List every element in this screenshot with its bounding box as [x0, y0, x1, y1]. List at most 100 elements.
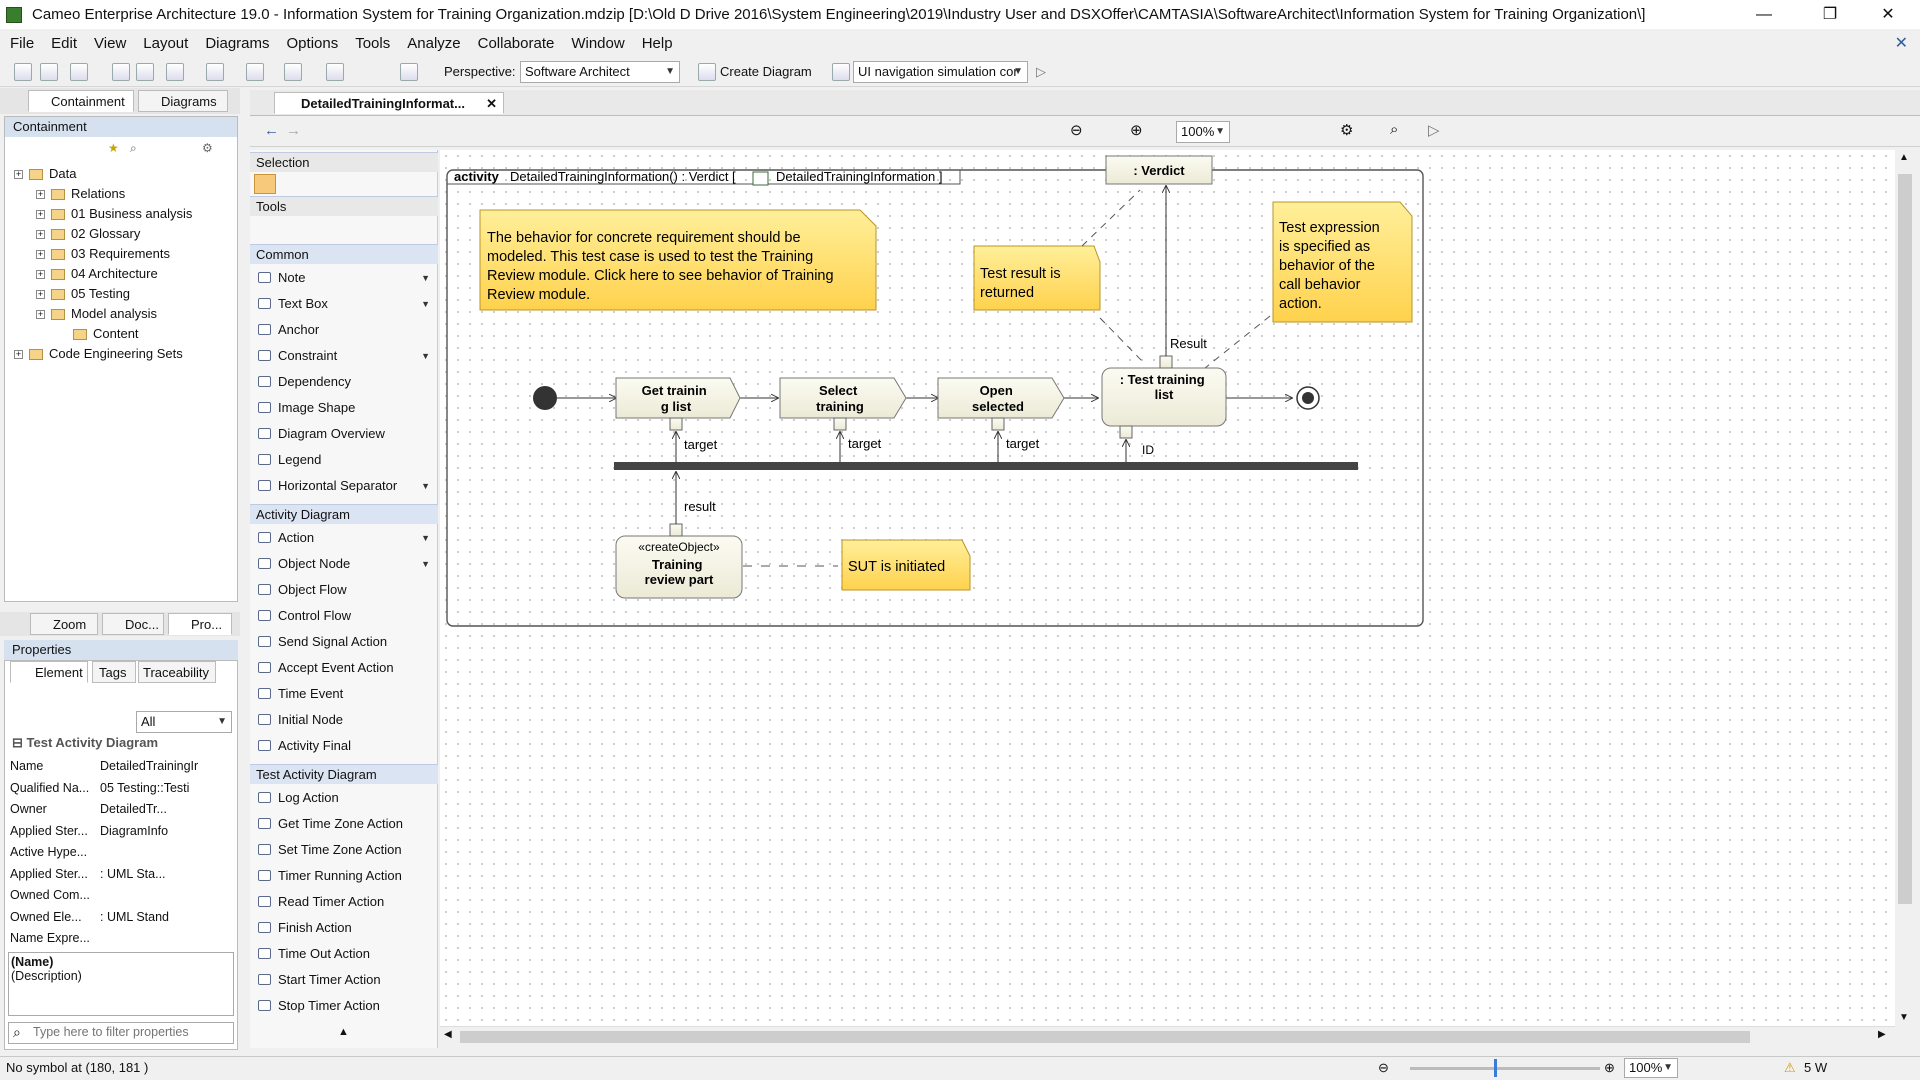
palette-item[interactable]: Action▼ [254, 526, 432, 550]
zoom-in-icon[interactable]: ⊕ [1130, 122, 1143, 139]
tab-diagram-editor[interactable]: DetailedTrainingInformat... ✕ [274, 92, 504, 114]
expand-icon[interactable]: + [14, 349, 23, 360]
play-icon[interactable]: ▷ [1428, 122, 1440, 139]
fork-bar[interactable] [614, 462, 1358, 470]
verdict-parameter[interactable] [1105, 155, 1213, 185]
close-window-button[interactable]: ✕ [1881, 6, 1895, 23]
palette-item[interactable]: Set Time Zone Action [254, 838, 432, 862]
property-value[interactable]: DetailedTrainingIr [100, 759, 199, 773]
back-icon[interactable]: ← [264, 122, 279, 139]
menu-help[interactable]: Help [641, 34, 673, 52]
property-row[interactable]: Owned Ele...: UML Stand [10, 907, 230, 928]
forward-icon[interactable]: → [286, 122, 301, 139]
find-icon[interactable]: ⌕ [1390, 121, 1399, 138]
chevron-down-icon[interactable]: ▼ [421, 481, 430, 491]
palette-item[interactable]: Stop Timer Action [254, 994, 432, 1018]
palette-item[interactable]: Initial Node [254, 708, 432, 732]
tree-item[interactable]: +Relations [36, 184, 125, 204]
activity-frame[interactable] [446, 169, 1424, 627]
scroll-right-icon[interactable]: ▶ [1878, 1029, 1886, 1040]
menu-options[interactable]: Options [286, 34, 339, 52]
property-row[interactable]: Applied Ster...: UML Sta... [10, 864, 230, 885]
tree-item[interactable]: +Model analysis [36, 304, 157, 324]
initial-node[interactable] [533, 386, 557, 410]
perspective-select[interactable]: Software Architect ▼ [520, 61, 680, 83]
palette-item[interactable]: Dependency [254, 370, 432, 394]
edit-icon[interactable] [326, 63, 344, 81]
menu-tools[interactable]: Tools [355, 34, 391, 52]
tree-item[interactable]: +05 Testing [36, 284, 130, 304]
create-diagram-button[interactable]: Create Diagram [720, 64, 812, 79]
horizontal-scrollbar[interactable]: ◀ ▶ [440, 1026, 1895, 1046]
menu-analyze[interactable]: Analyze [407, 34, 461, 52]
expand-icon[interactable]: + [36, 269, 45, 280]
palette-item[interactable]: Get Time Zone Action [254, 812, 432, 836]
star-icon[interactable]: ★ [108, 141, 119, 155]
palette-activity-header[interactable]: Activity Diagram [250, 504, 438, 524]
tree-item[interactable]: +02 Glossary [36, 224, 140, 244]
palette-item[interactable]: Object Flow [254, 578, 432, 602]
chevron-down-icon[interactable]: ▼ [421, 351, 430, 361]
status-zoom-select[interactable]: 100% ▼ [1624, 1058, 1678, 1078]
palette-item[interactable]: Object Node▼ [254, 552, 432, 576]
gear-icon[interactable]: ⚙ [202, 141, 213, 155]
tab-pro[interactable]: Pro... [168, 613, 232, 635]
zoom-slider[interactable] [1410, 1059, 1600, 1077]
tree-item[interactable]: +04 Architecture [36, 264, 158, 284]
menu-diagrams[interactable]: Diagrams [205, 34, 270, 52]
palette-item[interactable]: Text Box▼ [254, 292, 432, 316]
open-project-icon[interactable] [40, 63, 58, 81]
menu-window[interactable]: Window [571, 34, 625, 52]
target-pin[interactable] [991, 417, 1005, 431]
scroll-down-icon[interactable]: ▼ [1899, 1012, 1909, 1023]
palette-item[interactable]: Time Out Action [254, 942, 432, 966]
property-row[interactable]: Applied Ster...DiagramInfo [10, 821, 230, 842]
minimize-button[interactable]: — [1756, 6, 1772, 23]
note-test-expression[interactable] [1272, 201, 1413, 323]
palette-item[interactable]: Timer Running Action [254, 864, 432, 888]
menu-edit[interactable]: Edit [51, 34, 78, 52]
export-icon[interactable] [166, 63, 184, 81]
tree-item[interactable]: +Code Engineering Sets [14, 344, 183, 364]
palette-item[interactable]: Note▼ [254, 266, 432, 290]
simulation-select[interactable]: UI navigation simulation cor ▼ [853, 61, 1028, 83]
tree-item[interactable]: +01 Business analysis [36, 204, 192, 224]
expand-icon[interactable]: + [36, 209, 45, 220]
result-output-pin[interactable] [669, 523, 683, 537]
palette-item[interactable]: Time Event [254, 682, 432, 706]
expand-icon[interactable]: + [36, 249, 45, 260]
copy-icon[interactable] [400, 63, 418, 81]
menu-file[interactable]: File [10, 34, 35, 52]
note-test-result[interactable] [973, 245, 1101, 311]
restore-button[interactable]: ❐ [1822, 6, 1838, 23]
close-tab-icon[interactable]: ✕ [486, 96, 497, 111]
chevron-down-icon[interactable]: ▼ [421, 273, 430, 283]
property-value[interactable]: : UML Sta... [100, 866, 166, 881]
print-icon[interactable] [112, 63, 130, 81]
menu-collaborate[interactable]: Collaborate [477, 34, 555, 52]
chevron-down-icon[interactable]: ▼ [421, 299, 430, 309]
save-icon[interactable] [70, 63, 88, 81]
menu-layout[interactable]: Layout [143, 34, 189, 52]
zoom-select[interactable]: 100% ▼ [1176, 121, 1230, 143]
target-pin[interactable] [669, 417, 683, 431]
palette-item[interactable]: Finish Action [254, 916, 432, 940]
collapse-palette-icon[interactable]: ▲ [338, 1026, 349, 1038]
property-value[interactable]: DetailedTr... [100, 802, 167, 816]
tab-traceability[interactable]: Traceability [138, 661, 216, 683]
scroll-up-icon[interactable]: ▲ [1899, 152, 1909, 163]
palette-item[interactable]: Constraint▼ [254, 344, 432, 368]
zoom-slider-thumb[interactable] [1494, 1059, 1497, 1077]
property-value[interactable]: : UML Stand [100, 909, 170, 924]
chevron-down-icon[interactable]: ▼ [421, 533, 430, 543]
property-row[interactable]: Qualified Na...05 Testing::Testi [10, 778, 230, 799]
note-main[interactable] [479, 209, 877, 311]
vertical-scroll-thumb[interactable] [1898, 174, 1912, 904]
settings-icon[interactable]: ⚙ [1340, 122, 1354, 139]
filter-properties-field[interactable]: ⌕ [8, 1022, 234, 1044]
property-value[interactable]: DiagramInfo [100, 823, 169, 838]
vertical-scrollbar[interactable]: ▲ ▼ [1895, 150, 1915, 1026]
property-row[interactable]: Owned Com... [10, 885, 230, 906]
action-get-training-list[interactable] [615, 377, 741, 419]
